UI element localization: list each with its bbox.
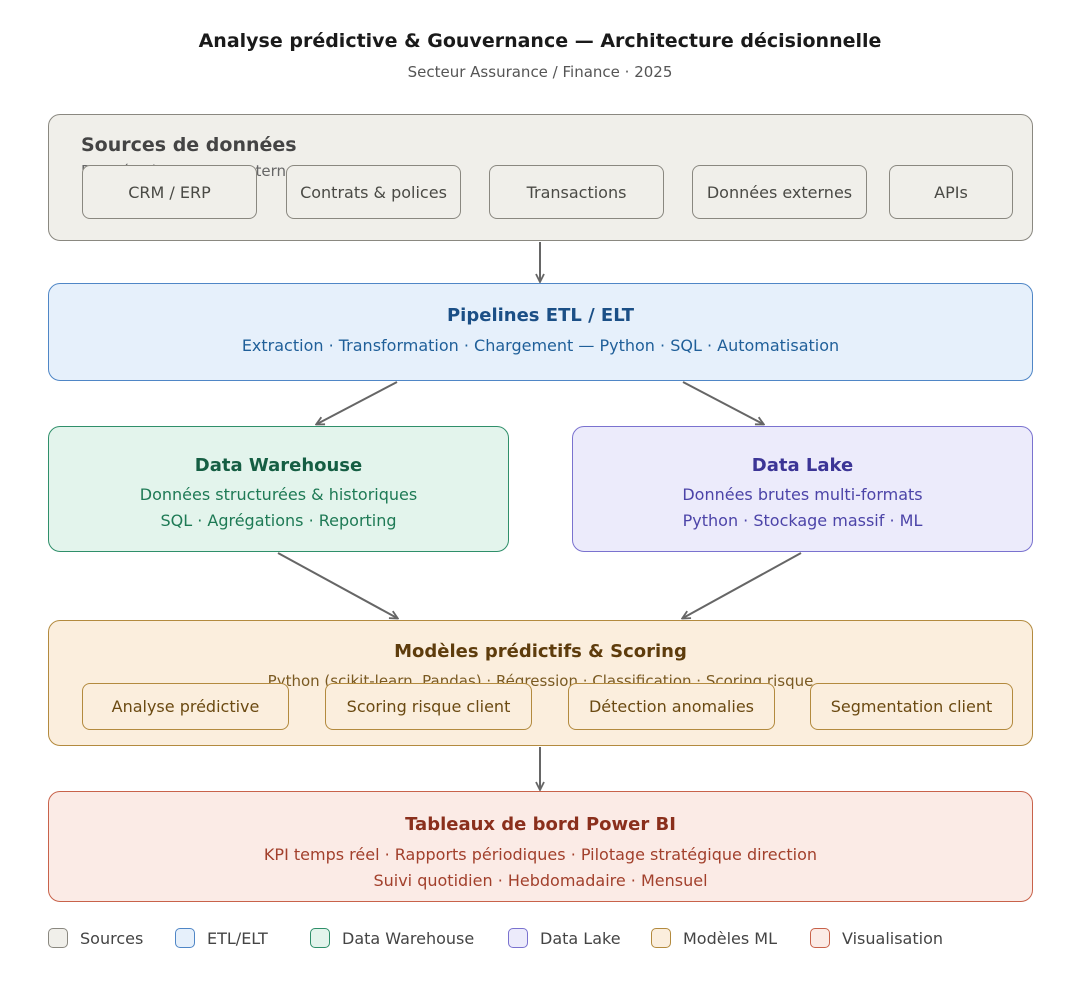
data-warehouse-layer: Data Warehouse Données structurées & his… xyxy=(48,426,509,552)
legend-label-warehouse: Data Warehouse xyxy=(342,928,475,948)
legend-swatch-etl xyxy=(175,928,195,948)
legend-item-etl: ETL/ELT xyxy=(175,927,268,949)
warehouse-line-2: SQL · Agrégations · Reporting xyxy=(160,511,397,530)
source-chip-transactions: Transactions xyxy=(489,165,664,219)
viz-line-1: KPI temps réel · Rapports périodiques · … xyxy=(263,845,818,864)
arrow-etl-to-lake xyxy=(682,381,763,424)
source-chip-apis: APIs xyxy=(889,165,1013,219)
models-title: Modèles prédictifs & Scoring xyxy=(394,641,687,662)
diagram-title: Analyse prédictive & Gouvernance — Archi… xyxy=(198,30,882,52)
lake-title: Data Lake xyxy=(751,455,854,476)
lake-line-1: Données brutes multi-formats xyxy=(682,485,923,504)
legend-swatch-lake xyxy=(508,928,528,948)
legend-item-lake: Data Lake xyxy=(508,927,621,949)
model-chip-scoring-risque: Scoring risque client xyxy=(325,683,532,730)
legend-label-models: Modèles ML xyxy=(683,928,778,948)
etl-layer: Pipelines ETL / ELT Extraction · Transfo… xyxy=(48,283,1033,381)
legend-item-sources: Sources xyxy=(48,927,143,949)
legend-label-sources: Sources xyxy=(80,928,144,948)
visualisation-layer: Tableaux de bord Power BI KPI temps réel… xyxy=(48,791,1033,902)
etl-title: Pipelines ETL / ELT xyxy=(446,305,634,326)
viz-title: Tableaux de bord Power BI xyxy=(405,814,676,835)
legend-swatch-visualisation xyxy=(810,928,830,948)
source-chip-donnees-externes: Données externes xyxy=(692,165,867,219)
etl-description: Extraction · Transformation · Chargement… xyxy=(241,336,840,355)
data-lake-layer: Data Lake Données brutes multi-formats P… xyxy=(572,426,1033,552)
arrow-lake-to-models xyxy=(683,552,802,618)
arrow-warehouse-to-models xyxy=(277,552,397,618)
viz-line-2: Suivi quotidien · Hebdomadaire · Mensuel xyxy=(373,871,708,890)
legend-item-models: Modèles ML xyxy=(651,927,777,949)
diagram-subtitle: Secteur Assurance / Finance · 2025 xyxy=(407,63,673,81)
legend-label-lake: Data Lake xyxy=(540,928,621,948)
legend-label-visualisation: Visualisation xyxy=(842,928,943,948)
sources-title: Sources de données xyxy=(81,134,297,156)
model-chip-segmentation: Segmentation client xyxy=(810,683,1013,730)
model-chip-analyse-predictive: Analyse prédictive xyxy=(82,683,289,730)
model-chip-detection-anomalies: Détection anomalies xyxy=(568,683,775,730)
legend-item-warehouse: Data Warehouse xyxy=(310,927,474,949)
source-chip-contrats: Contrats & polices xyxy=(286,165,461,219)
source-chip-crm-erp: CRM / ERP xyxy=(82,165,257,219)
legend-item-visualisation: Visualisation xyxy=(810,927,943,949)
arrow-etl-to-warehouse xyxy=(317,381,398,424)
legend-swatch-models xyxy=(651,928,671,948)
lake-line-2: Python · Stockage massif · ML xyxy=(682,511,923,530)
legend-label-etl: ETL/ELT xyxy=(207,928,268,948)
legend-swatch-sources xyxy=(48,928,68,948)
warehouse-line-1: Données structurées & historiques xyxy=(139,485,418,504)
legend-swatch-warehouse xyxy=(310,928,330,948)
warehouse-title: Data Warehouse xyxy=(194,455,363,476)
